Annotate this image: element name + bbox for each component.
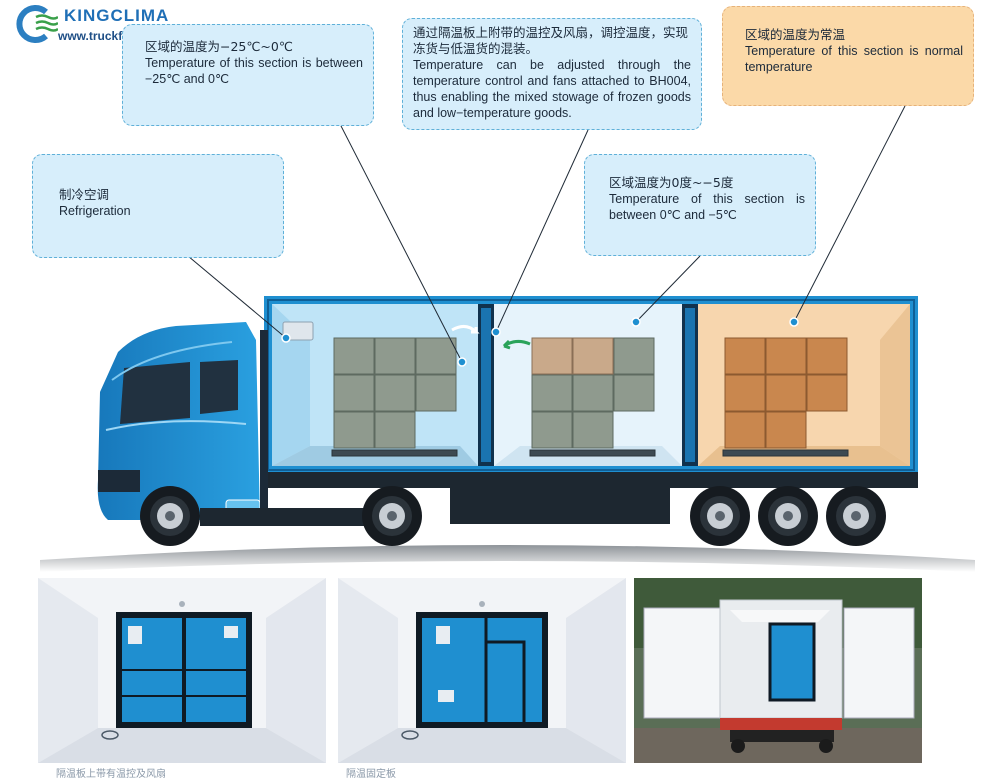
cargo-carton <box>333 411 375 449</box>
callout-frozen-zone: 区域的温度为−25℃~0℃ Temperature of this sectio… <box>122 24 374 126</box>
connector-lines <box>187 105 906 363</box>
thermostat-icon <box>128 626 142 644</box>
wheel-icon <box>783 511 793 521</box>
callout-normal-en: Temperature of this section is normal te… <box>745 44 963 74</box>
cargo-carton <box>374 374 416 412</box>
cargo-carton <box>572 374 614 412</box>
door-right <box>843 607 915 719</box>
door-left <box>643 607 723 719</box>
callout-frozen-zh: 区域的温度为−25℃~0℃ <box>145 39 293 54</box>
cab-window-front <box>120 362 190 424</box>
cargo-carton <box>765 337 807 375</box>
cargo-carton <box>724 337 766 375</box>
cargo-carton <box>613 374 655 412</box>
cargo-carton <box>331 449 458 457</box>
callout-refrigeration: 制冷空调 Refrigeration <box>32 154 284 258</box>
connector-dots <box>281 317 799 367</box>
caption-fixed-bulkhead: 隔温固定板 <box>346 769 396 780</box>
cargo-carton <box>374 337 416 375</box>
cargo-carton <box>722 449 849 457</box>
callout-bulkhead-en: Temperature can be adjusted through the … <box>413 58 691 120</box>
cargo-carton <box>613 337 655 375</box>
road-shadow <box>40 545 975 572</box>
cargo-carton <box>724 374 766 412</box>
pallet-group <box>331 337 849 457</box>
truck-diagram <box>40 105 975 572</box>
cargo-carton <box>765 374 807 412</box>
photo-fixed-bulkhead <box>338 578 626 763</box>
cargo-carton <box>572 337 614 375</box>
callout-bulkhead-zh: 通过隔温板上附带的温控及风扇，调控温度，实现冻货与低温货的混装。 <box>413 25 689 56</box>
cargo-carton <box>806 374 848 412</box>
wheel-icon <box>851 511 861 521</box>
cargo-carton <box>572 411 614 449</box>
callout-chilled-en: Temperature of this section is between 0… <box>609 192 805 222</box>
caption-bulkhead-with-controls: 隔温板上带有温控及风扇 <box>56 769 166 780</box>
cargo-carton <box>415 374 457 412</box>
cargo-carton <box>531 374 573 412</box>
airflow-arrow-icon <box>502 339 531 350</box>
wheel-icon <box>165 511 175 521</box>
cargo-carton <box>529 449 656 457</box>
bulkhead-panel <box>768 622 816 702</box>
airflow-arrow-icon <box>451 325 480 334</box>
callout-frozen-en: Temperature of this section is between −… <box>145 56 363 86</box>
callout-normal-zh: 区域的温度为常温 <box>745 27 846 42</box>
callout-chilled-zh: 区域温度为0度~−5度 <box>609 175 734 190</box>
cargo-carton <box>333 374 375 412</box>
kingclima-logo-icon <box>16 5 58 43</box>
photo-truck-box-rear <box>634 578 922 763</box>
photo-bulkhead-with-controls <box>38 578 326 763</box>
thermostat-icon <box>436 626 450 644</box>
callout-bulkhead: 通过隔温板上附带的温控及风扇，调控温度，实现冻货与低温货的混装。 Tempera… <box>402 18 702 130</box>
wheel-icon <box>715 511 725 521</box>
cargo-carton <box>333 337 375 375</box>
cargo-carton <box>415 337 457 375</box>
brand-name: KINGCLIMA <box>64 6 170 25</box>
cargo-carton <box>765 411 807 449</box>
refrigeration-unit <box>282 321 314 341</box>
callout-refrigeration-en: Refrigeration <box>59 204 131 218</box>
cargo-carton <box>806 337 848 375</box>
cargo-carton <box>724 411 766 449</box>
fan-icon <box>224 626 238 638</box>
callout-refrigeration-zh: 制冷空调 <box>59 187 110 202</box>
callout-chilled-zone: 区域温度为0度~−5度 Temperature of this section … <box>584 154 816 256</box>
cab-window-side <box>200 360 238 414</box>
cargo-carton <box>531 411 573 449</box>
callout-normal-zone: 区域的温度为常温 Temperature of this section is … <box>722 6 974 106</box>
cargo-carton <box>374 411 416 449</box>
wheel-group <box>140 486 886 546</box>
wheel-icon <box>387 511 397 521</box>
cargo-carton <box>531 337 573 375</box>
